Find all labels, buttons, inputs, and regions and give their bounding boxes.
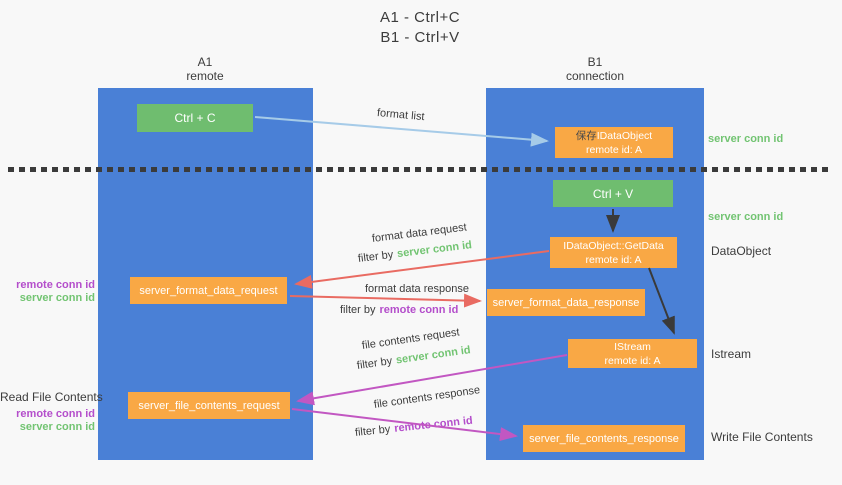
- save-idataobject-remote-id: remote id: A: [585, 143, 643, 156]
- remote-conn-id-filter-value: remote conn id: [393, 414, 474, 435]
- format-data-response-label: format data response: [365, 283, 469, 295]
- machine-boundary-separator: [8, 167, 828, 172]
- save-idataobject-name: IDataObject: [596, 129, 653, 142]
- istream-title: IStream: [614, 340, 651, 353]
- idataobject-getdata-node: IDataObject::GetData remote id: A: [550, 237, 677, 268]
- server-conn-id-label-format: server conn id: [19, 292, 95, 304]
- idataobject-getdata-title: IDataObject::GetData: [563, 239, 664, 252]
- server-conn-id-label-top: server conn id: [708, 133, 784, 145]
- write-file-contents-label: Write File Contents: [711, 430, 813, 444]
- server-conn-id-label-mid: server conn id: [708, 211, 784, 223]
- column-a1-name: A1: [197, 55, 213, 69]
- read-file-contents-label: Read File Contents: [0, 390, 103, 404]
- server-format-data-request-label: server_format_data_request: [139, 284, 278, 297]
- column-header-a1: A1 remote: [155, 55, 255, 83]
- filter-by-text: filter by: [354, 423, 391, 439]
- column-a1-subtitle: remote: [186, 69, 224, 83]
- server-file-contents-request-node: server_file_contents_request: [128, 392, 290, 419]
- server-conn-id-filter-value: server conn id: [395, 344, 472, 367]
- ctrl-c-node: Ctrl + C: [137, 104, 253, 132]
- conn-id-block-format: remote conn id server conn id: [0, 279, 95, 305]
- server-file-contents-response-node: server_file_contents_response: [523, 425, 685, 452]
- istream-node: IStream remote id: A: [568, 339, 697, 368]
- title-line-1: A1 - Ctrl+C: [379, 9, 461, 26]
- filter-by-text: filter by: [340, 304, 376, 316]
- dataobject-label: DataObject: [711, 244, 772, 258]
- idataobject-getdata-remote-id: remote id: A: [585, 253, 642, 266]
- file-contents-response-label: file contents response: [373, 384, 481, 411]
- remote-conn-id-filter-value: remote conn id: [379, 304, 459, 316]
- ctrl-v-label: Ctrl + V: [592, 186, 634, 201]
- format-list-label: format list: [376, 107, 426, 124]
- server-conn-id-filter-value: server conn id: [396, 239, 473, 261]
- server-format-data-request-node: server_format_data_request: [130, 277, 287, 304]
- title-line-2: B1 - Ctrl+V: [380, 29, 460, 46]
- save-idataobject-title: 保存IDataObject: [576, 129, 652, 143]
- filter-by-text: filter by: [357, 248, 394, 265]
- remote-conn-id-label-file: remote conn id: [16, 408, 95, 420]
- server-format-data-response-label: server_format_data_response: [492, 296, 640, 309]
- ctrl-c-label: Ctrl + C: [174, 111, 216, 125]
- ctrl-v-node: Ctrl + V: [553, 180, 673, 207]
- server-format-data-response-node: server_format_data_response: [487, 289, 645, 316]
- diagram-title: A1 - Ctrl+C B1 - Ctrl+V: [300, 8, 540, 48]
- remote-conn-id-label-format: remote conn id: [16, 279, 95, 291]
- column-b1-name: B1: [587, 55, 603, 69]
- server-file-contents-request-label: server_file_contents_request: [138, 399, 280, 412]
- server-conn-id-label-file: server conn id: [19, 421, 95, 433]
- istream-remote-id: remote id: A: [604, 354, 661, 367]
- conn-id-block-file: remote conn id server conn id: [0, 408, 95, 434]
- save-idataobject-prefix: 保存: [575, 129, 597, 142]
- save-idataobject-node: 保存IDataObject remote id: A: [555, 127, 673, 158]
- filter-by-text: filter by: [356, 355, 393, 372]
- server-file-contents-response-label: server_file_contents_response: [529, 432, 679, 445]
- column-header-b1: B1 connection: [545, 55, 645, 83]
- column-b1-subtitle: connection: [565, 69, 625, 83]
- format-data-response-arrow: [289, 293, 482, 308]
- istream-side-label: Istream: [711, 347, 752, 361]
